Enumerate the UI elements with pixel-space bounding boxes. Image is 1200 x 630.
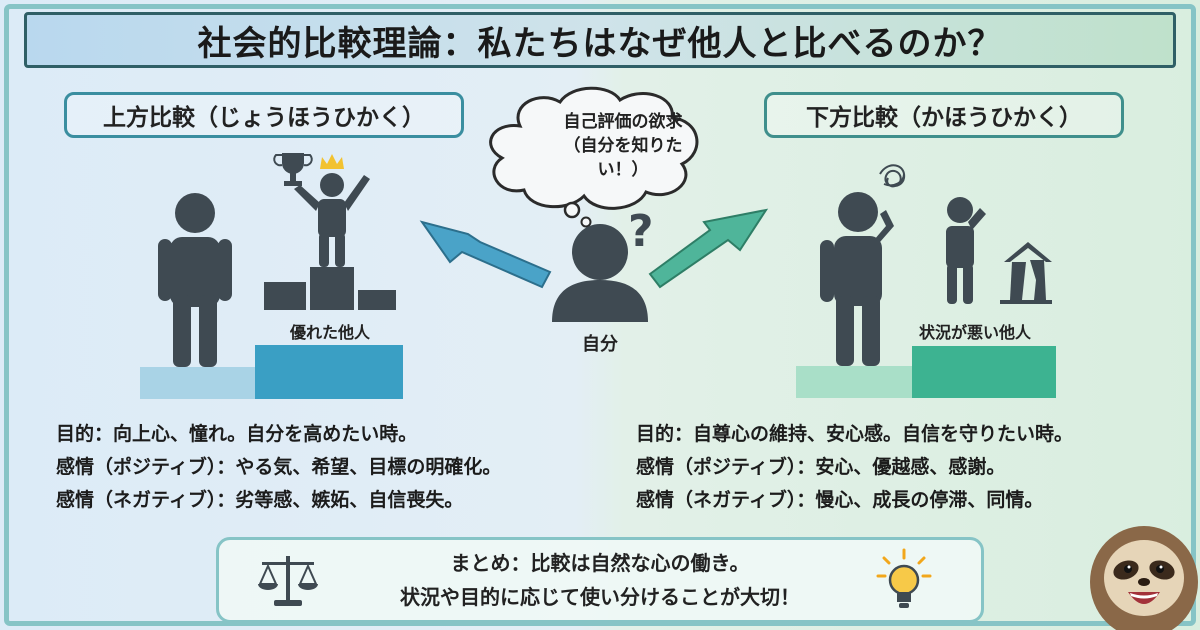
podium-icon — [264, 267, 396, 310]
scale-icon — [258, 556, 318, 606]
upward-comparison-label: 上方比較（じょうほうひかく） — [64, 92, 464, 138]
trophy-icon — [273, 153, 313, 186]
thought-line-1: 自己評価の欲求 — [563, 112, 683, 132]
tangled-thought-icon — [879, 164, 906, 188]
winner-person-icon — [294, 173, 370, 267]
right-high-step — [912, 346, 1056, 398]
question-mark-icon: ? — [628, 206, 654, 257]
sad-person-icon — [946, 197, 986, 304]
thought-cloud — [489, 86, 699, 228]
outer-frame — [4, 4, 1196, 626]
self-center-illustration — [419, 86, 769, 322]
upward-purpose: 目的：向上心、憧れ。自分を高めたい時。 — [56, 423, 418, 445]
self-person-icon — [552, 224, 648, 322]
title-bar: 社会的比較理論：私たちはなぜ他人と比べるのか？ — [24, 12, 1176, 68]
left-arrow-icon — [419, 220, 552, 289]
page-title: 社会的比較理論：私たちはなぜ他人と比べるのか？ — [197, 23, 1003, 64]
left-low-step — [140, 367, 255, 399]
downward-positive: 感情（ポジティブ）：安心、優越感、感謝。 — [636, 456, 1006, 478]
crown-icon — [320, 154, 344, 169]
thought-cloud-text: 自己評価の欲求 （自分を知りたい！） — [548, 110, 698, 182]
upward-negative: 感情（ネガティブ）：劣等感、嫉妬、自信喪失。 — [56, 489, 464, 511]
self-label: 自分 — [582, 334, 618, 355]
downward-description: 目的：自尊心の維持、安心感。自信を守りたい時。 感情（ポジティブ）：安心、優越感… — [636, 418, 1073, 517]
summary-line-2: 状況や目的に応じて使い分けることが大切！ — [400, 585, 800, 609]
thought-line-2: （自分を知りたい！） — [563, 136, 683, 180]
summary-box: まとめ：比較は自然な心の働き。 状況や目的に応じて使い分けることが大切！ — [216, 537, 984, 623]
downward-purpose: 目的：自尊心の維持、安心感。自信を守りたい時。 — [636, 423, 1074, 445]
broken-house-icon — [1000, 242, 1052, 304]
right-low-step — [796, 366, 914, 398]
right-arrow-icon — [648, 208, 769, 289]
upward-comparison-illustration — [140, 153, 403, 399]
left-high-step — [255, 345, 403, 399]
upward-positive: 感情（ポジティブ）：やる気、希望、目標の明確化。 — [56, 456, 502, 478]
upward-target-caption: 優れた他人 — [289, 323, 370, 342]
downward-comparison-illustration — [796, 164, 1056, 398]
downward-target-caption: 状況が悪い他人 — [918, 323, 1031, 342]
thinking-person-icon — [820, 192, 894, 366]
upward-description: 目的：向上心、憧れ。自分を高めたい時。 感情（ポジティブ）：やる気、希望、目標の… — [56, 418, 501, 517]
downward-comparison-label: 下方比較（かほうひかく） — [764, 92, 1124, 138]
standing-person-icon — [158, 193, 232, 367]
downward-negative: 感情（ネガティブ）：慢心、成長の停滞、同情。 — [636, 489, 1044, 511]
lightbulb-icon — [876, 548, 932, 608]
summary-line-1: まとめ：比較は自然な心の働き。 — [450, 551, 750, 575]
sloth-mascot — [1090, 526, 1198, 630]
